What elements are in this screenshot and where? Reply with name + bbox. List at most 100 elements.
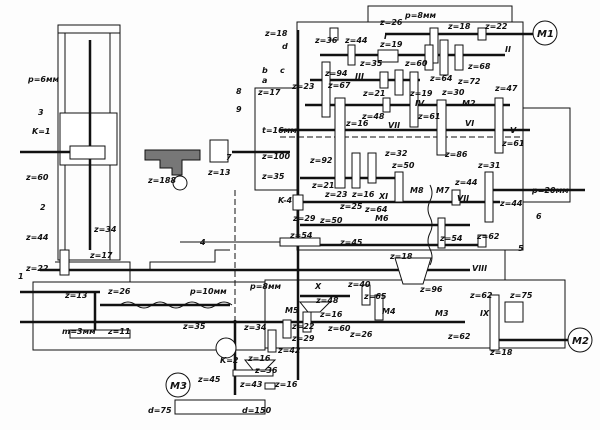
diagram-label: p=6мм — [27, 75, 60, 84]
diagram-label: z=45 — [339, 238, 363, 247]
diagram-label: p=8мм — [249, 282, 282, 291]
diagram-label: z=36 — [254, 366, 278, 375]
diagram-label: z=32 — [384, 149, 408, 158]
diagram-label: 4 — [199, 238, 206, 247]
diagram-label: z=35 — [359, 59, 383, 68]
diagram-label: 5 — [518, 244, 524, 253]
diagram-label: z=64 — [364, 205, 388, 214]
diagram-label: z=23 — [291, 82, 315, 91]
diagram-label: M5 — [285, 306, 299, 315]
diagram-label: z=61 — [501, 139, 525, 148]
diagram-label: M3 — [435, 309, 449, 318]
diagram-label: z=36 — [314, 36, 338, 45]
diagram-label: M4 — [382, 307, 396, 316]
feed-screw — [119, 301, 233, 309]
diagram-label: z=16 — [319, 310, 343, 319]
diagram-label: V — [510, 126, 517, 135]
diagram-label: z=26 — [107, 287, 131, 296]
bracket-4 — [149, 249, 230, 270]
diagram-label: p=8мм — [404, 11, 437, 20]
lead-screw — [427, 184, 433, 266]
diagram-label: z=44 — [454, 178, 478, 187]
part-7 — [209, 139, 229, 163]
diagram-label: z=60 — [25, 173, 49, 182]
diagram-label: z=16 — [247, 354, 271, 363]
diagram-label: z=40 — [347, 280, 371, 289]
diagram-label: z=19 — [409, 89, 433, 98]
diagram-label: VI — [465, 119, 474, 128]
diagram-label: z=44 — [25, 233, 49, 242]
diagram-label: a — [262, 76, 267, 85]
column-frame — [57, 24, 121, 261]
diagram-label: VIII — [472, 264, 487, 273]
diagram-label: z=96 — [419, 285, 443, 294]
diagram-label: z=17 — [89, 251, 113, 260]
diagram-label: z=60 — [327, 324, 351, 333]
top-bracket — [367, 5, 513, 22]
diagram-label: VII — [457, 194, 469, 203]
diagram-label: b — [262, 66, 268, 75]
diagram-label: K=2 — [220, 356, 239, 365]
diagram-label: z=48 — [315, 296, 339, 305]
diagram-label: z=18 — [489, 348, 513, 357]
diagram-label: z=50 — [319, 216, 343, 225]
diagram-label: z=25 — [339, 202, 363, 211]
diagram-label: z=44 — [344, 36, 368, 45]
diagram-label: II — [505, 45, 511, 54]
side-bracket — [523, 107, 571, 203]
diagram-label: d — [282, 42, 288, 51]
diagram-label: z=16 — [351, 190, 375, 199]
diagram-label: z=75 — [509, 291, 533, 300]
diagram-label: d=75 — [148, 406, 172, 415]
belt-drive — [174, 399, 266, 415]
diagram-label: VII — [388, 121, 400, 130]
diagram-label: 2 — [40, 203, 46, 212]
diagram-label: z=42 — [277, 346, 301, 355]
hatched-table — [144, 149, 201, 176]
diagram-label: t=16мм — [262, 126, 297, 135]
diagram-label: z=17 — [257, 88, 281, 97]
diagram-label: I — [384, 32, 387, 41]
diagram-label: z=188 — [147, 176, 176, 185]
diagram-label: c — [280, 66, 285, 75]
diagram-label: z=11 — [107, 327, 131, 336]
diagram-label: z=22 — [291, 322, 315, 331]
diagram-label: z=29 — [291, 334, 315, 343]
diagram-label: z=45 — [197, 375, 221, 384]
diagram-label: IX — [480, 309, 490, 318]
diagram-label: X — [314, 282, 322, 291]
diagram-label: XI — [378, 192, 388, 201]
diagram-label: M8 — [410, 186, 424, 195]
diagram-label: z=18 — [389, 252, 413, 261]
diagram-label: z=35 — [261, 172, 285, 181]
diagram-label: z=13 — [64, 291, 88, 300]
motor-m3 — [165, 372, 191, 398]
diagram-label: 7 — [226, 153, 232, 162]
motors: M1 M2 M3 — [165, 20, 593, 398]
diagram-label: z=34 — [243, 323, 267, 332]
diagram-label: 3 — [38, 108, 44, 117]
diagram-label: z=29 — [292, 214, 316, 223]
diagram-label: p=20мм — [531, 186, 569, 195]
diagram-label: M6 — [375, 214, 389, 223]
diagram-label: z=54 — [289, 231, 313, 240]
diagram-label: z=16 — [274, 380, 298, 389]
diagram-label: z=94 — [324, 69, 348, 78]
diagram-label: z=23 — [324, 190, 348, 199]
diagram-label: z=26 — [349, 330, 373, 339]
motor-m3-label: M3 — [170, 381, 187, 392]
diagram-label: z=34 — [93, 225, 117, 234]
diagram-label: z=62 — [469, 291, 493, 300]
diagram-label: z=68 — [467, 62, 491, 71]
diagram-label: z=22 — [25, 264, 49, 273]
diagram-label: 6 — [536, 212, 542, 221]
diagram-label: z=92 — [309, 156, 333, 165]
diagram-label: p=10мм — [189, 287, 227, 296]
diagram-label: z=61 — [417, 112, 441, 121]
diagram-label: d=150 — [242, 406, 272, 415]
diagram-label: z=44 — [499, 199, 523, 208]
diagram-label: z=26 — [379, 18, 403, 27]
diagram-label: M7 — [436, 186, 450, 195]
